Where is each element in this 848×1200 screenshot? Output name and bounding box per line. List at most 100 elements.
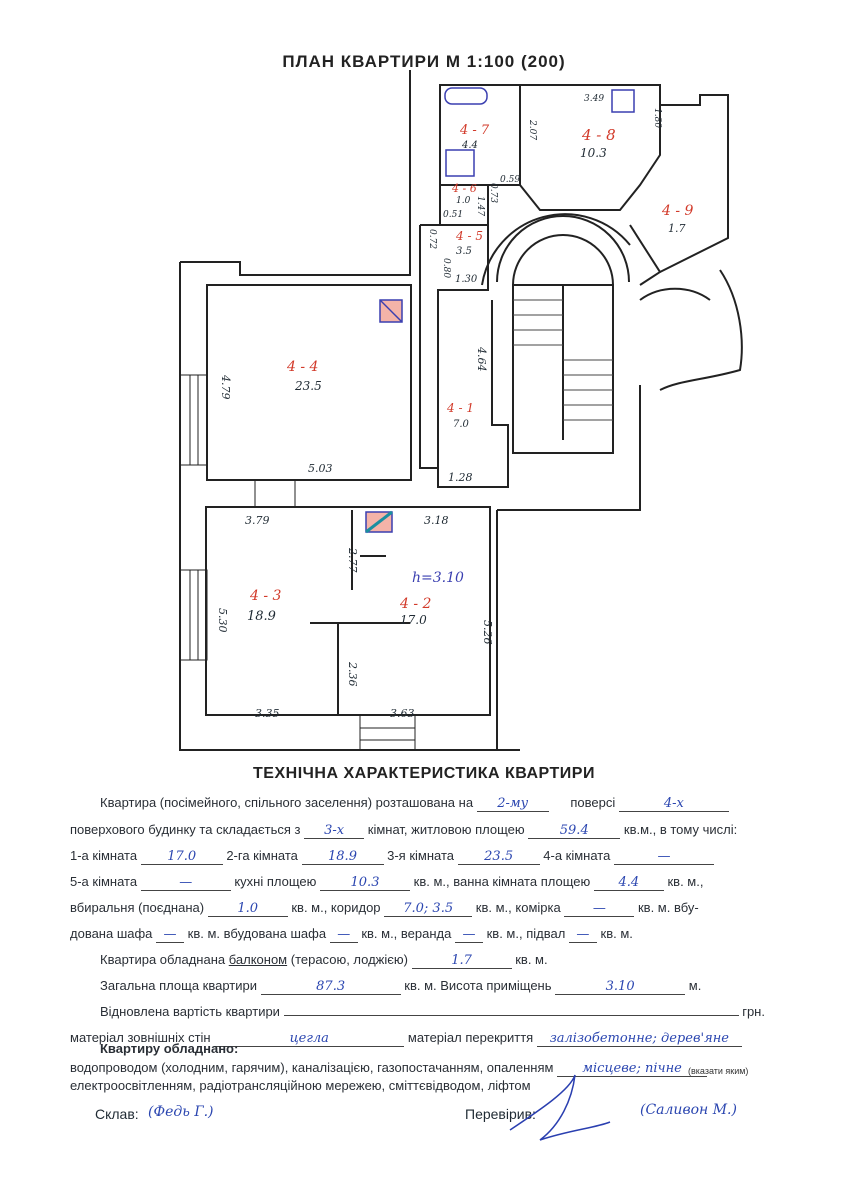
form-line: електроосвітленням, радіотрансляційною м… [70, 1078, 795, 1093]
hint-text: (вказати яким) [688, 1066, 749, 1076]
wc-field: 1.0 [207, 901, 288, 917]
dim-label: 3.79 [245, 514, 270, 527]
compiled-by-signature: (Федь Г.) [148, 1104, 214, 1120]
form-label: Квартира (посімейного, спільного заселен… [100, 795, 474, 810]
form-label: кв. м. Висота приміщень [404, 978, 552, 993]
room3-field: 23.5 [457, 849, 540, 865]
form-line: водопроводом (холодним, гарячим), каналі… [70, 1060, 795, 1077]
dim-label: 0.51 [443, 210, 463, 220]
total-area-field: 87.3 [260, 979, 401, 995]
value-field [283, 1015, 739, 1016]
room-id: 4 - 1 [446, 401, 474, 415]
form-label: грн. [742, 1004, 765, 1019]
form-label: 3-я кімната [387, 848, 455, 863]
form-line: вбиральня (поєднана) 1.0 кв. м., коридор… [70, 900, 795, 917]
form-label: кв. м., ванна кімната площею [413, 874, 591, 889]
stove-icon [611, 89, 635, 113]
form-line: 1-а кімната 17.0 2-га кімната 18.9 3-я к… [70, 848, 795, 865]
dim-label: 1.80 [652, 108, 662, 128]
shower-icon [445, 149, 475, 177]
wardrobe2-field: — [329, 927, 358, 943]
ceiling-height-label: h=3.10 [412, 570, 464, 586]
room1-field: 17.0 [140, 849, 223, 865]
room2-field: 18.9 [301, 849, 384, 865]
floor-plan: 4 - 4 23.5 4 - 1 7.0 4 - 3 18.9 4 - 2 17… [179, 70, 743, 751]
form-label: вбиральня (поєднана) [70, 900, 205, 915]
corridor-field: 7.0; 3.5 [384, 901, 473, 917]
form-label: матеріал зовнішніх стін [70, 1030, 211, 1045]
form-label: 4-а кімната [543, 848, 611, 863]
stair-treads [513, 299, 613, 421]
kitchen-field: 10.3 [320, 875, 410, 891]
height-field: 3.10 [555, 979, 686, 995]
storeys-field: 4-х [618, 796, 729, 812]
rooms-field: 3-х [304, 823, 365, 839]
floor-field: 2-му [476, 796, 549, 812]
form-label: Квартира обладнана [100, 952, 226, 967]
form-label: кухні площею [234, 874, 317, 889]
room-area: 7.0 [453, 419, 470, 430]
dim-label: 5.03 [308, 462, 333, 475]
dim-label: 0.80 [441, 258, 451, 278]
dim-label: 2.07 [527, 119, 537, 140]
checked-by-label: Перевірив: [465, 1106, 536, 1122]
balcony-area-field: 1.7 [411, 953, 512, 969]
dim-label: 4.64 [475, 346, 488, 372]
form-label: матеріал перекриття [407, 1030, 534, 1045]
room-area: 10.3 [580, 146, 607, 160]
dim-label: 3.35 [255, 707, 280, 720]
room-labels: 4 - 4 23.5 4 - 1 7.0 4 - 3 18.9 4 - 2 17… [247, 123, 694, 627]
dim-label: 2.77 [346, 547, 359, 573]
room-area: 1.0 [456, 196, 471, 206]
form-label: 2-га кімната [226, 848, 298, 863]
form-line: поверхового будинку та складається з 3-х… [70, 822, 795, 839]
heating-field: місцеве; пічне [557, 1061, 708, 1077]
dim-label: 3.49 [584, 94, 604, 104]
form-line: Відновлена вартість квартири грн. [100, 1004, 800, 1019]
plumbing-fixtures [365, 87, 635, 534]
section-title: ТЕХНІЧНА ХАРАКТЕРИСТИКА КВАРТИРИ [253, 765, 595, 782]
room-id: 4 - 4 [286, 359, 318, 375]
dim-label: 0.59 [500, 175, 520, 185]
form-label: кв. м., веранда [361, 926, 452, 941]
form-line: 5-а кімната — кухні площею 10.3 кв. м., … [70, 874, 795, 891]
form-label: Відновлена вартість квартири [100, 1004, 280, 1019]
dimension-labels: 4.79 5.03 4.64 1.28 3.79 3.18 2.77 5.30 … [216, 94, 662, 720]
room-area: 17.0 [400, 613, 427, 627]
signature-mark [509, 1074, 611, 1141]
form-label: 5-а кімната [70, 874, 138, 889]
form-label: кімнат, житловою площею [367, 822, 525, 837]
form-label: кв. м., [667, 874, 704, 889]
form-label: кв. м. [515, 952, 548, 967]
dim-label: 1.30 [455, 274, 478, 285]
dim-label: 1.28 [448, 471, 473, 484]
form-label: 1-а кімната [70, 848, 138, 863]
room5-field: — [140, 875, 231, 891]
room-id: 4 - 9 [661, 203, 694, 219]
plan-walls [179, 70, 743, 751]
equipment-heading: Квартиру обладнано: [100, 1041, 825, 1056]
form-label: поверхового будинку та складається з [70, 822, 301, 837]
dim-label: 4.79 [219, 374, 232, 400]
walls-material-field: цегла [214, 1031, 405, 1047]
veranda-field: — [454, 927, 483, 943]
dim-label: 2.36 [346, 661, 359, 687]
form-label: кв. м. вбу- [637, 900, 699, 915]
form-label: кв. м. [600, 926, 633, 941]
cellar-field: — [568, 927, 597, 943]
form-label: Загальна площа квартири [100, 978, 258, 993]
room-id: 4 - 5 [455, 229, 483, 243]
wardrobe1-field: — [156, 927, 185, 943]
dim-label: 5.30 [216, 608, 229, 633]
dim-label: 1.47 [475, 196, 485, 216]
form-line: Загальна площа квартири 87.3 кв. м. Висо… [100, 978, 825, 995]
room4-field: — [613, 849, 714, 865]
room-id: 4 - 3 [249, 588, 282, 604]
form-label: електроосвітленням, радіотрансляційною м… [70, 1078, 531, 1093]
balcony-choice: балконом [228, 952, 288, 967]
form-label: дована шафа [70, 926, 153, 941]
form-label: Квартиру обладнано: [100, 1041, 239, 1056]
form-label: водопроводом (холодним, гарячим), каналі… [70, 1060, 554, 1075]
plan-title: ПЛАН КВАРТИРИ М 1:100 (200) [282, 52, 566, 71]
form-label: кв.м., в тому числі: [623, 822, 738, 837]
